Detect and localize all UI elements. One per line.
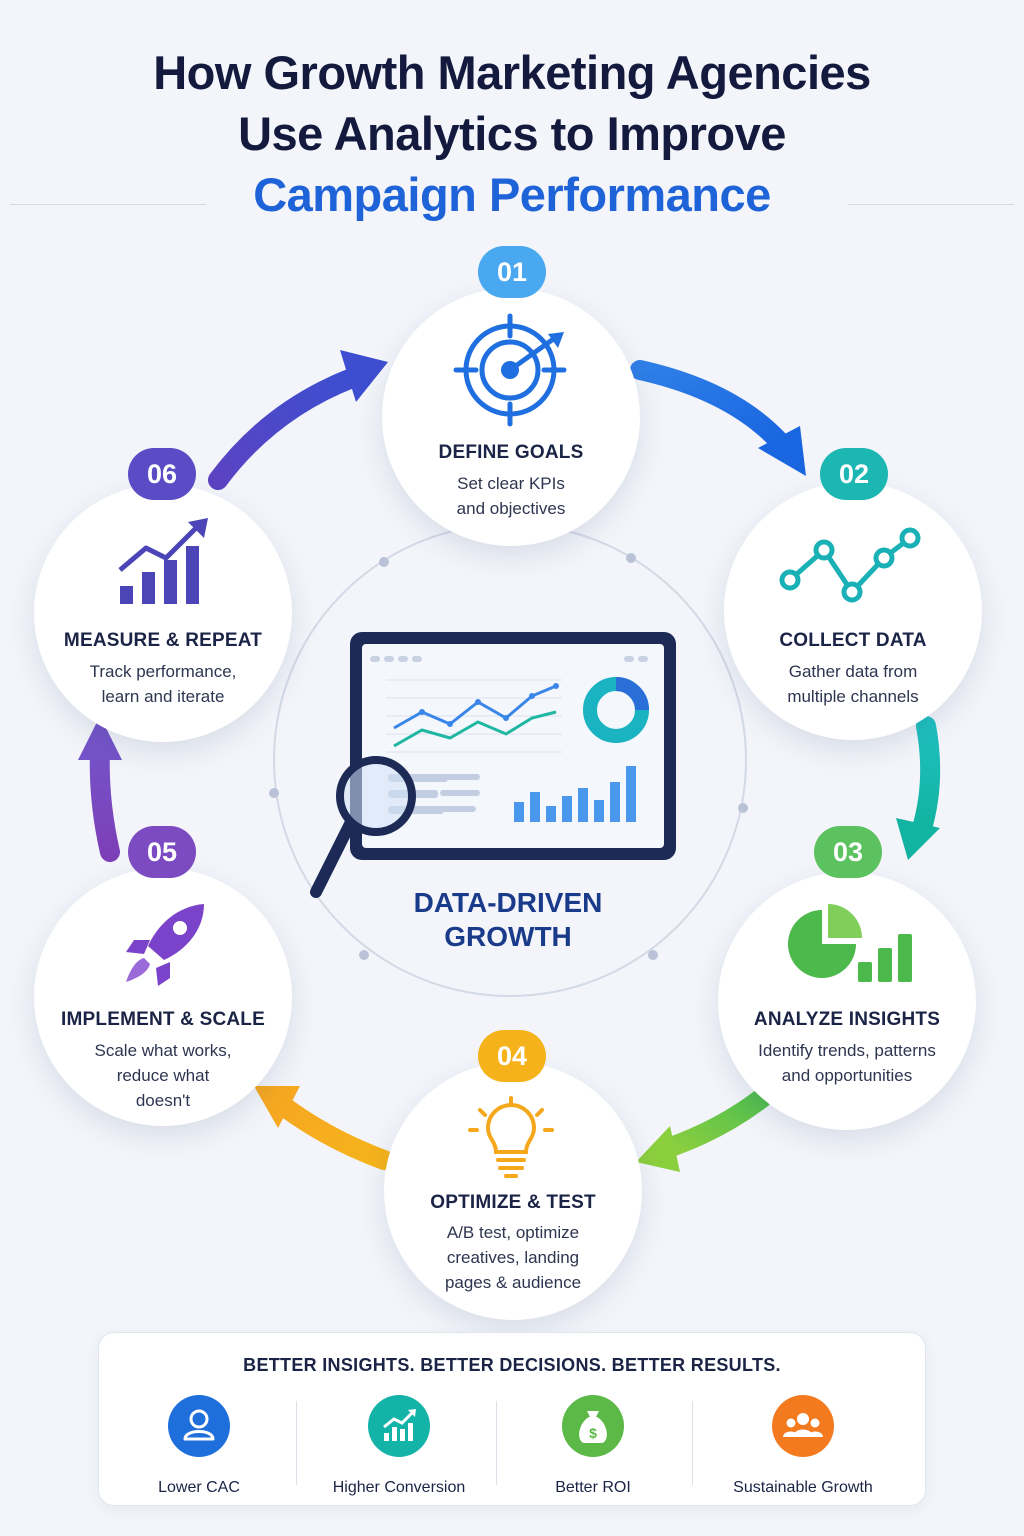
svg-text:$: $: [589, 1425, 597, 1441]
step-4-desc-line-1: A/B test, optimize: [446, 1223, 580, 1242]
step-2-desc-line-1: Gather data from: [788, 662, 918, 681]
step-6-badge: 06: [128, 448, 196, 500]
benefits-tagline: BETTER INSIGHTS. BETTER DECISIONS. BETTE…: [243, 1355, 781, 1375]
group-icon: [772, 1395, 834, 1457]
step-5-circle: [34, 868, 292, 1126]
step-1-desc-line-1: Set clear KPIs: [457, 474, 565, 493]
guide-dot: [626, 553, 636, 563]
benefit-better-roi: $ Better ROI: [493, 1395, 693, 1497]
money-bag-icon: $: [562, 1395, 624, 1457]
benefits-panel: BETTER INSIGHTS. BETTER DECISIONS. BETTE…: [98, 1332, 926, 1506]
step-3-badge: 03: [814, 826, 882, 878]
title-rule-right: [848, 204, 1014, 205]
rocket-icon: [126, 904, 204, 986]
step-3-desc-line-2: and opportunities: [781, 1066, 913, 1085]
benefit-label: Sustainable Growth: [733, 1479, 873, 1496]
step-3-title: ANALYZE INSIGHTS: [753, 1009, 941, 1030]
step-4-badge: 04: [478, 1030, 546, 1082]
step-4-desc-line-3: pages & audience: [444, 1273, 582, 1292]
line-graph-icon: [779, 527, 921, 603]
guide-dot: [648, 950, 658, 960]
page-title-line-1: How Growth Marketing Agencies: [153, 46, 871, 99]
step-6-title: MEASURE & REPEAT: [63, 630, 263, 651]
step-4-desc-line-2: creatives, landing: [446, 1248, 580, 1267]
step-5-desc-line-2: reduce what: [116, 1066, 210, 1085]
arrow-1-to-2: [630, 360, 806, 476]
arrow-4-to-5: [254, 1086, 394, 1170]
lightbulb-icon: [468, 1096, 554, 1178]
benefit-divider: [496, 1401, 497, 1485]
title-rule-left: [10, 204, 206, 205]
arrow-6-to-1: [208, 350, 388, 490]
benefit-label: Better ROI: [555, 1479, 631, 1496]
trend-chart-icon: [368, 1395, 430, 1457]
guide-dot: [359, 950, 369, 960]
benefit-divider: [692, 1401, 693, 1485]
growth-chart-icon: [118, 518, 208, 604]
guide-dot: [738, 803, 748, 813]
benefit-label: Higher Conversion: [332, 1479, 466, 1496]
benefit-divider: [296, 1401, 297, 1485]
step-5-badge: 05: [128, 826, 196, 878]
benefit-lower-cac: Lower CAC: [99, 1395, 299, 1497]
user-icon: [168, 1395, 230, 1457]
step-1-badge: 01: [478, 246, 546, 298]
step-3-desc-line-1: Identify trends, patterns: [758, 1041, 936, 1060]
step-2-badge: 02: [820, 448, 888, 500]
page-title-line-2: Use Analytics to Improve: [238, 107, 786, 160]
benefit-label: Lower CAC: [158, 1479, 240, 1496]
page-title-line-3: Campaign Performance: [253, 168, 771, 221]
step-6-circle: [34, 484, 292, 742]
step-5-desc-line-1: Scale what works,: [94, 1041, 232, 1060]
arrow-2-to-3: [896, 716, 941, 860]
guide-dot: [269, 788, 279, 798]
step-6-desc-line-2: learn and iterate: [101, 687, 225, 706]
benefit-sustainable-growth: Sustainable Growth: [703, 1395, 903, 1497]
target-icon: [453, 313, 567, 427]
step-2-desc-line-2: multiple channels: [787, 687, 919, 706]
pie-bar-chart-icon: [788, 904, 912, 982]
step-6-desc-line-1: Track performance,: [89, 662, 237, 681]
step-5-desc-line-3: doesn't: [135, 1091, 191, 1110]
arrow-3-to-4: [636, 1088, 772, 1172]
arrow-5-to-6: [78, 716, 122, 862]
guide-dot: [379, 557, 389, 567]
step-1-desc-line-2: and objectives: [456, 499, 566, 518]
dashboard-magnifier-icon: [310, 632, 676, 898]
step-2-circle: [724, 482, 982, 740]
center-label: DATA-DRIVEN GROWTH: [360, 886, 656, 954]
center-label-line-1: DATA-DRIVEN: [413, 887, 603, 918]
step-2-title: COLLECT DATA: [779, 630, 927, 651]
step-4-title: OPTIMIZE & TEST: [430, 1192, 596, 1213]
step-1-title: DEFINE GOALS: [438, 442, 584, 463]
center-label-line-2: GROWTH: [444, 921, 572, 952]
benefit-higher-conversion: Higher Conversion: [299, 1395, 499, 1497]
step-5-title: IMPLEMENT & SCALE: [61, 1009, 265, 1030]
